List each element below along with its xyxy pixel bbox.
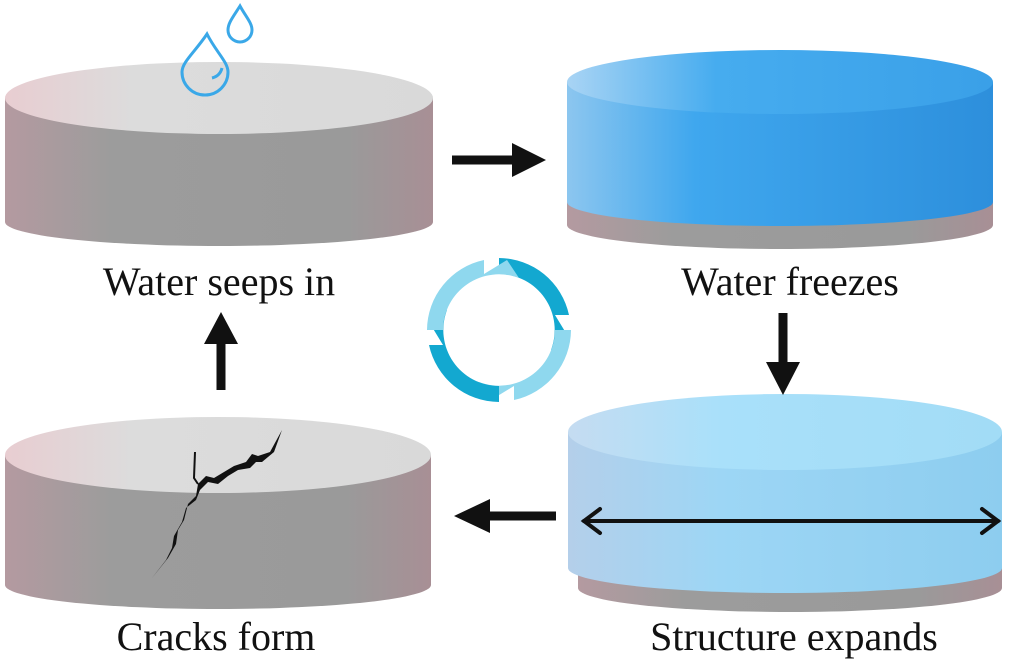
crack-icon [152, 430, 282, 578]
slab-water-freezes [567, 50, 993, 249]
cycle-icon [427, 258, 571, 402]
arrow-right-icon [452, 143, 546, 177]
arrow-up-icon [204, 312, 238, 390]
arrow-down-icon [766, 313, 800, 395]
step-label-structure-expands: Structure expands [650, 614, 938, 659]
step-label-water-freezes: Water freezes [681, 259, 899, 304]
step-label-cracks-form: Cracks form [116, 614, 316, 659]
water-drop-icon [180, 3, 254, 97]
arrow-left-icon [454, 499, 556, 533]
step-label-water-seeps-in: Water seeps in [102, 259, 336, 304]
expansion-double-arrow-icon [580, 507, 1002, 535]
slab-water-seeps-in [5, 62, 433, 246]
slab-cracks-form [5, 417, 431, 609]
slab-structure-expands [568, 394, 1002, 612]
